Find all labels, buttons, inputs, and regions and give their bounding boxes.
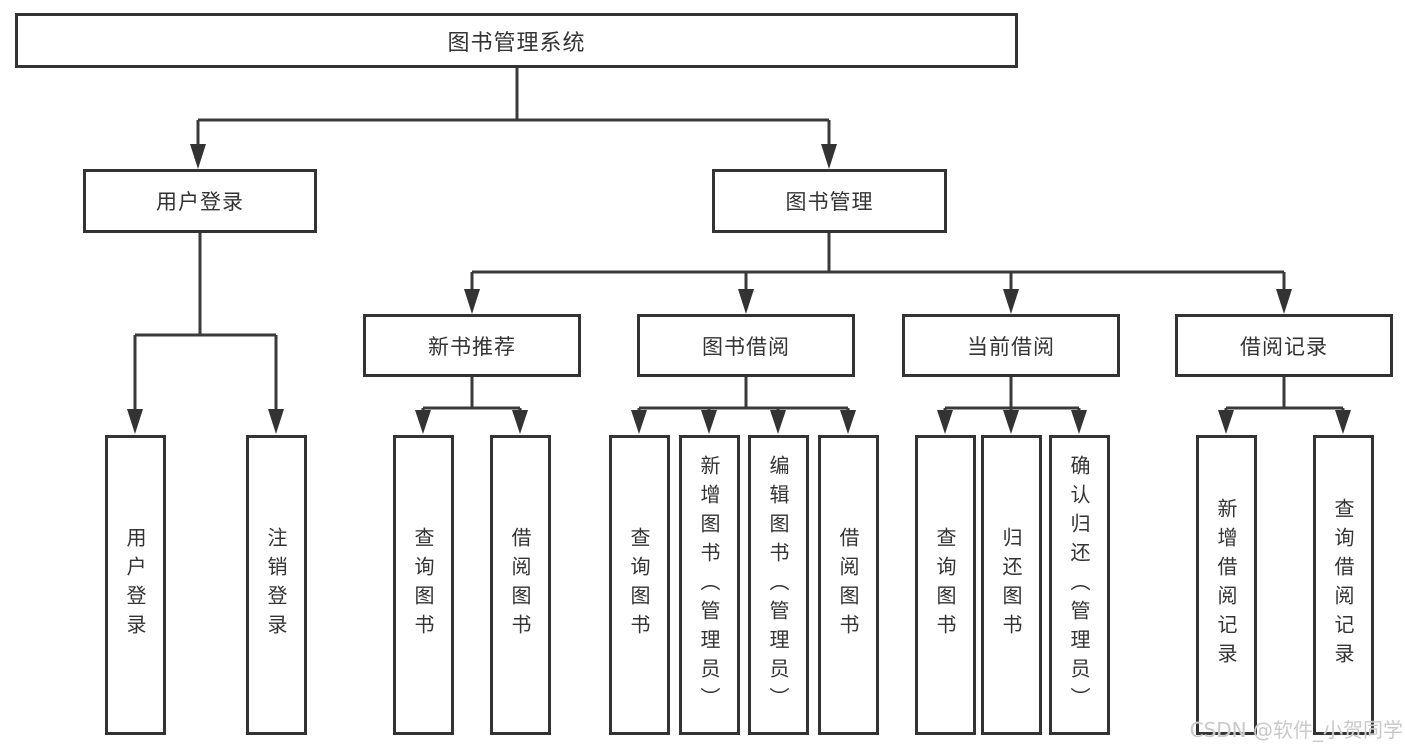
- node-book-borrow: 图书借阅: [637, 314, 855, 377]
- leaf-label: 确认归还（管理员）: [1067, 454, 1091, 716]
- node-label: 借阅记录: [1240, 334, 1328, 359]
- leaf-label: 归还图书: [999, 527, 1023, 643]
- leaf-label: 查询图书: [933, 527, 957, 643]
- node-label: 用户登录: [156, 190, 244, 214]
- node-label: 图书管理系统: [447, 30, 586, 56]
- leaf-label: 借阅图书: [836, 527, 860, 643]
- leaf-confirm-return-admin: 确认归还（管理员）: [1049, 435, 1110, 735]
- node-root-library-management-system: 图书管理系统: [15, 13, 1018, 68]
- leaf-label: 查询图书: [627, 527, 651, 643]
- leaf-logout: 注销登录: [246, 435, 307, 735]
- node-current-borrow: 当前借阅: [902, 314, 1120, 377]
- leaf-label: 借阅图书: [508, 527, 532, 643]
- leaf-return-book: 归还图书: [981, 435, 1042, 735]
- leaf-borrow-books: 借阅图书: [818, 435, 879, 735]
- node-label: 当前借阅: [967, 334, 1055, 359]
- leaf-label: 新增图书（管理员）: [697, 454, 721, 716]
- node-user-login: 用户登录: [83, 169, 317, 233]
- node-book-management: 图书管理: [712, 169, 947, 233]
- leaf-label: 编辑图书（管理员）: [766, 454, 790, 716]
- node-label: 新书推荐: [428, 334, 516, 359]
- leaf-edit-book-admin: 编辑图书（管理员）: [748, 435, 809, 735]
- leaf-query-borrow-record: 查询借阅记录: [1313, 435, 1374, 735]
- leaf-add-borrow-record: 新增借阅记录: [1196, 435, 1257, 735]
- leaf-label: 用户登录: [123, 527, 147, 643]
- leaf-user-login: 用户登录: [105, 435, 166, 735]
- node-label: 图书借阅: [702, 334, 790, 359]
- leaf-query-books-current: 查询图书: [915, 435, 976, 735]
- leaf-query-books-recommend: 查询图书: [393, 435, 454, 735]
- leaf-label: 查询借阅记录: [1331, 498, 1355, 672]
- leaf-add-book-admin: 新增图书（管理员）: [679, 435, 740, 735]
- arrowhead-icons: [127, 144, 1351, 434]
- leaf-label: 查询图书: [411, 527, 435, 643]
- node-label: 图书管理: [785, 190, 874, 214]
- leaf-query-books-borrow: 查询图书: [609, 435, 670, 735]
- node-new-book-recommend: 新书推荐: [363, 314, 581, 377]
- leaf-label: 新增借阅记录: [1214, 498, 1238, 672]
- node-borrow-records: 借阅记录: [1175, 314, 1393, 377]
- csdn-watermark: CSDN @软件_小贺同学: [1189, 718, 1403, 742]
- leaf-label: 注销登录: [264, 527, 288, 643]
- leaf-borrow-books-recommend: 借阅图书: [490, 435, 551, 735]
